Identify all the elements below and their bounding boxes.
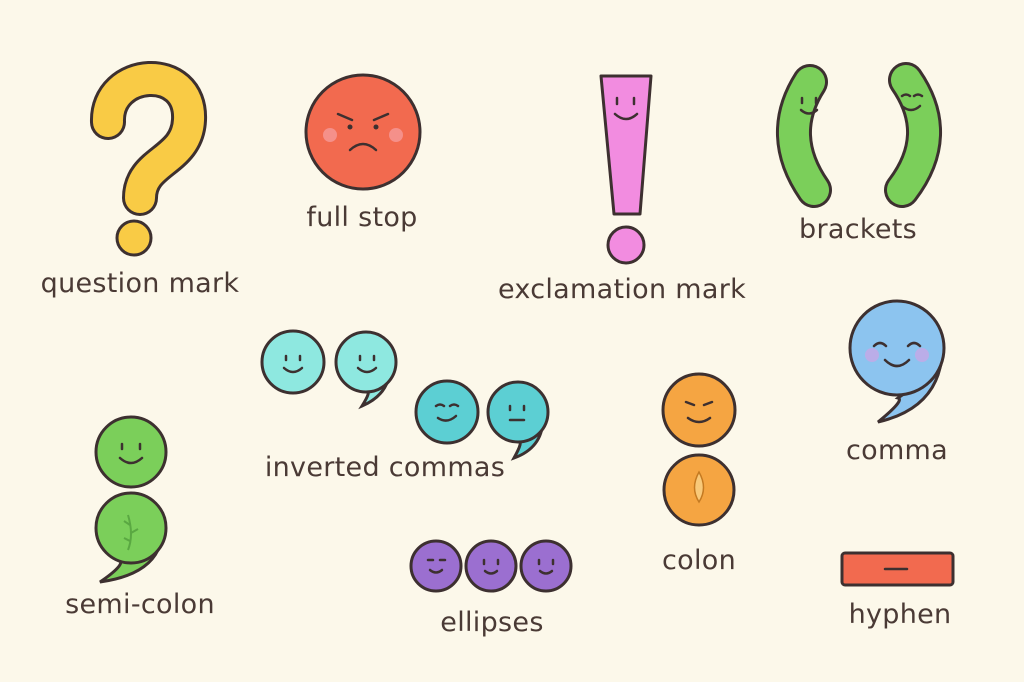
- semi-colon-character: [94, 415, 168, 584]
- label-brackets: brackets: [799, 214, 917, 245]
- hyphen-character: [840, 551, 955, 587]
- ellipses-character: [409, 539, 573, 593]
- comma-character: [848, 299, 946, 424]
- label-colon: colon: [662, 545, 736, 576]
- label-comma: comma: [845, 435, 949, 466]
- inverted-commas-character: [260, 329, 550, 461]
- full-stop-character: [304, 73, 422, 191]
- label-inverted-commas: inverted commas: [264, 452, 506, 483]
- label-hyphen: hyphen: [848, 599, 952, 630]
- colon-character: [661, 372, 737, 527]
- label-ellipses: ellipses: [440, 607, 544, 638]
- label-full-stop: full stop: [306, 202, 418, 233]
- label-question-mark: question mark: [40, 268, 240, 299]
- exclamation-mark-character: [599, 74, 653, 265]
- question-mark-character: [90, 61, 207, 257]
- label-exclamation-mark: exclamation mark: [497, 274, 747, 305]
- brackets-character: [776, 62, 942, 208]
- label-semi-colon: semi-colon: [65, 589, 215, 620]
